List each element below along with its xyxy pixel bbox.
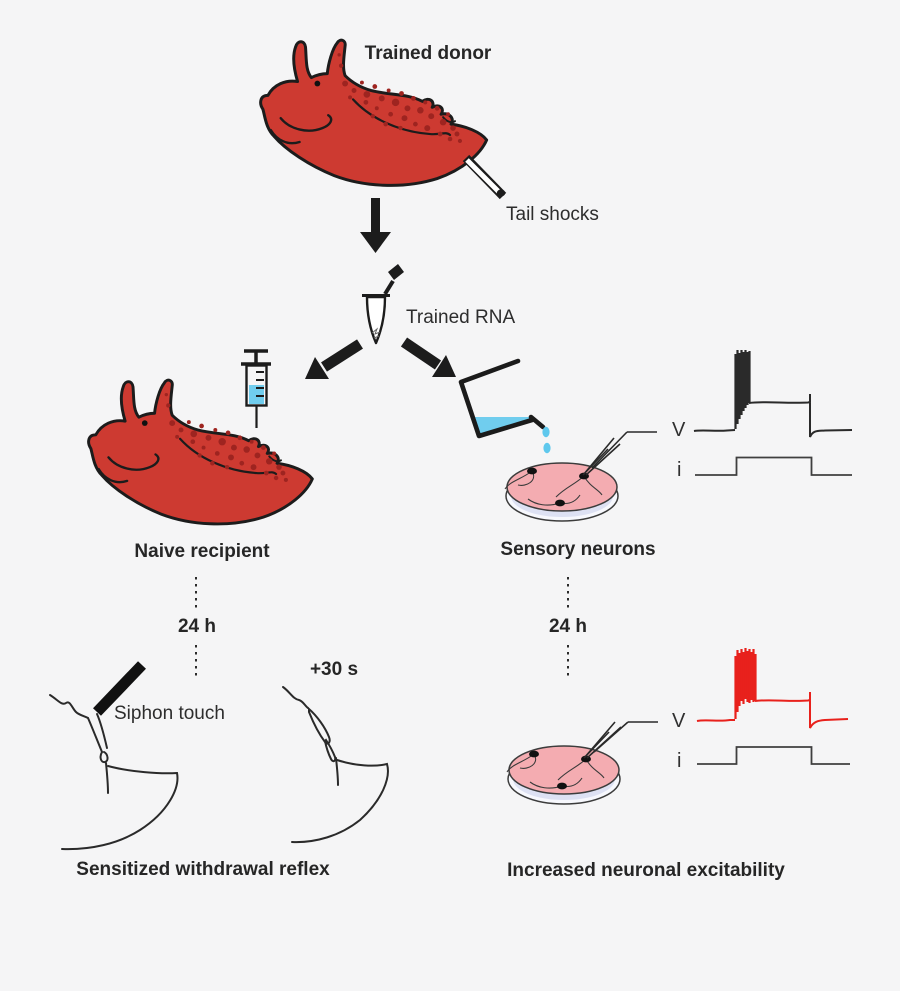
branch-arrow-left-icon	[305, 339, 363, 379]
increased-neuronal-excitability-label: Increased neuronal excitability	[507, 860, 785, 881]
voltage-label-bottom: V	[672, 710, 686, 732]
trained-donor-label: Trained donor	[364, 43, 492, 64]
delay-left-label: 24 h	[177, 616, 217, 637]
tail-shock-electrode-icon	[462, 154, 507, 200]
down-arrow-icon	[360, 198, 391, 253]
petri-dish-with-neurons-icon	[504, 462, 619, 522]
branch-arrow-right-icon	[400, 337, 456, 377]
voltage-trace-enhanced	[696, 648, 849, 729]
sensory-neurons-label: Sensory neurons	[500, 539, 656, 560]
siphon-line-drawing-touch	[49, 694, 179, 851]
current-trace-top	[695, 456, 852, 476]
aplysia-recipient-illustration	[87, 378, 314, 526]
voltage-label-top: V	[672, 419, 686, 441]
sensitized-withdrawal-reflex-label: Sensitized withdrawal reflex	[76, 859, 330, 880]
touch-probe-rod-icon	[93, 661, 146, 716]
current-trace-bottom	[697, 746, 850, 765]
recording-pipette-icon-bottom	[583, 721, 658, 759]
liquid-drops-icon	[542, 426, 551, 454]
plus-30s-label: +30 s	[309, 659, 359, 680]
microcentrifuge-tube-icon	[362, 264, 404, 345]
current-label-bottom: i	[677, 750, 682, 772]
naive-recipient-label: Naive recipient	[134, 541, 270, 562]
current-label-top: i	[677, 459, 682, 481]
siphon-line-drawing-withdrawn	[282, 686, 389, 844]
siphon-touch-label: Siphon touch	[114, 703, 225, 724]
petri-dish-with-neurons-icon-bottom	[506, 745, 621, 805]
trained-rna-label: Trained RNA	[406, 307, 516, 328]
beaker-pouring-icon	[458, 358, 546, 439]
delay-right-label: 24 h	[548, 616, 588, 637]
recording-pipette-icon	[582, 431, 657, 476]
tail-shocks-label: Tail shocks	[506, 204, 599, 225]
syringe-icon	[241, 349, 271, 428]
voltage-trace-control	[693, 350, 853, 438]
